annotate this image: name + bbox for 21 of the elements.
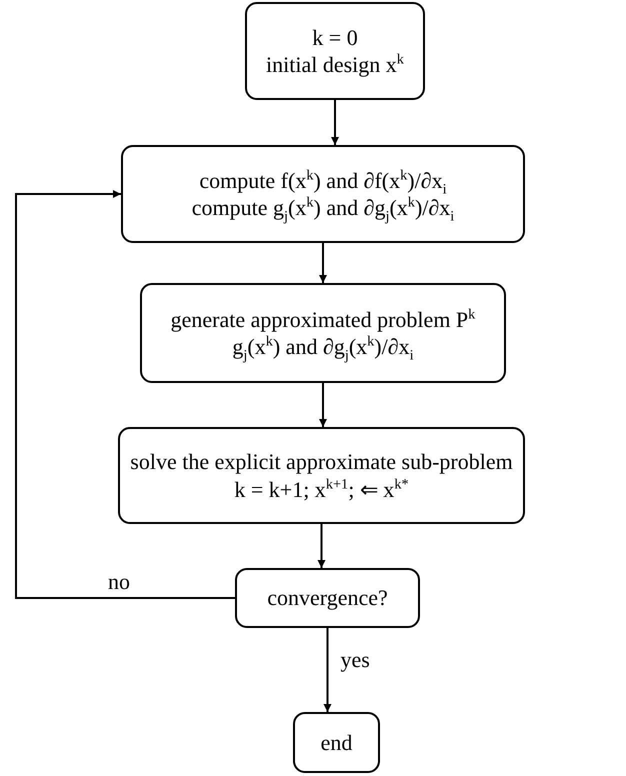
process-box: [121, 145, 525, 243]
node-text: convergence?: [267, 584, 388, 612]
process-box: [293, 712, 380, 773]
process-box: [245, 2, 425, 100]
arrow: [324, 628, 332, 712]
node-text: solve the explicit approximate sub-problem: [130, 448, 513, 476]
node-text: end: [320, 728, 352, 756]
node-text: k = 0: [312, 24, 358, 51]
process-box: [235, 568, 420, 628]
arrow: [331, 100, 339, 145]
node-text: initial design x$^{k}$: [266, 51, 404, 78]
node-text: generate approximated problem P$^{k}$: [170, 306, 476, 333]
arrow: [318, 524, 326, 568]
node-text: compute f(x$^{k}$) and ∂f(x$^{k}$)/∂x$_{i}$: [199, 166, 447, 194]
process-box: [118, 427, 525, 524]
node-text: g$_{j}$(x$^{k}$) and ∂g$_{j}$(x$^{k}$)/∂x$_{i}$: [232, 333, 414, 360]
process-box: [140, 283, 506, 383]
node-text: compute g$_{j}$(x$^{k}$) and ∂g$_{j}$(x$^{k}$)/∂x$_{i}$: [192, 194, 454, 222]
arrow: [319, 243, 327, 283]
node-text: k = k+1; x$^{k+1}$; ⇐ x$^{k*}$: [234, 476, 409, 503]
arrow: [319, 383, 327, 427]
